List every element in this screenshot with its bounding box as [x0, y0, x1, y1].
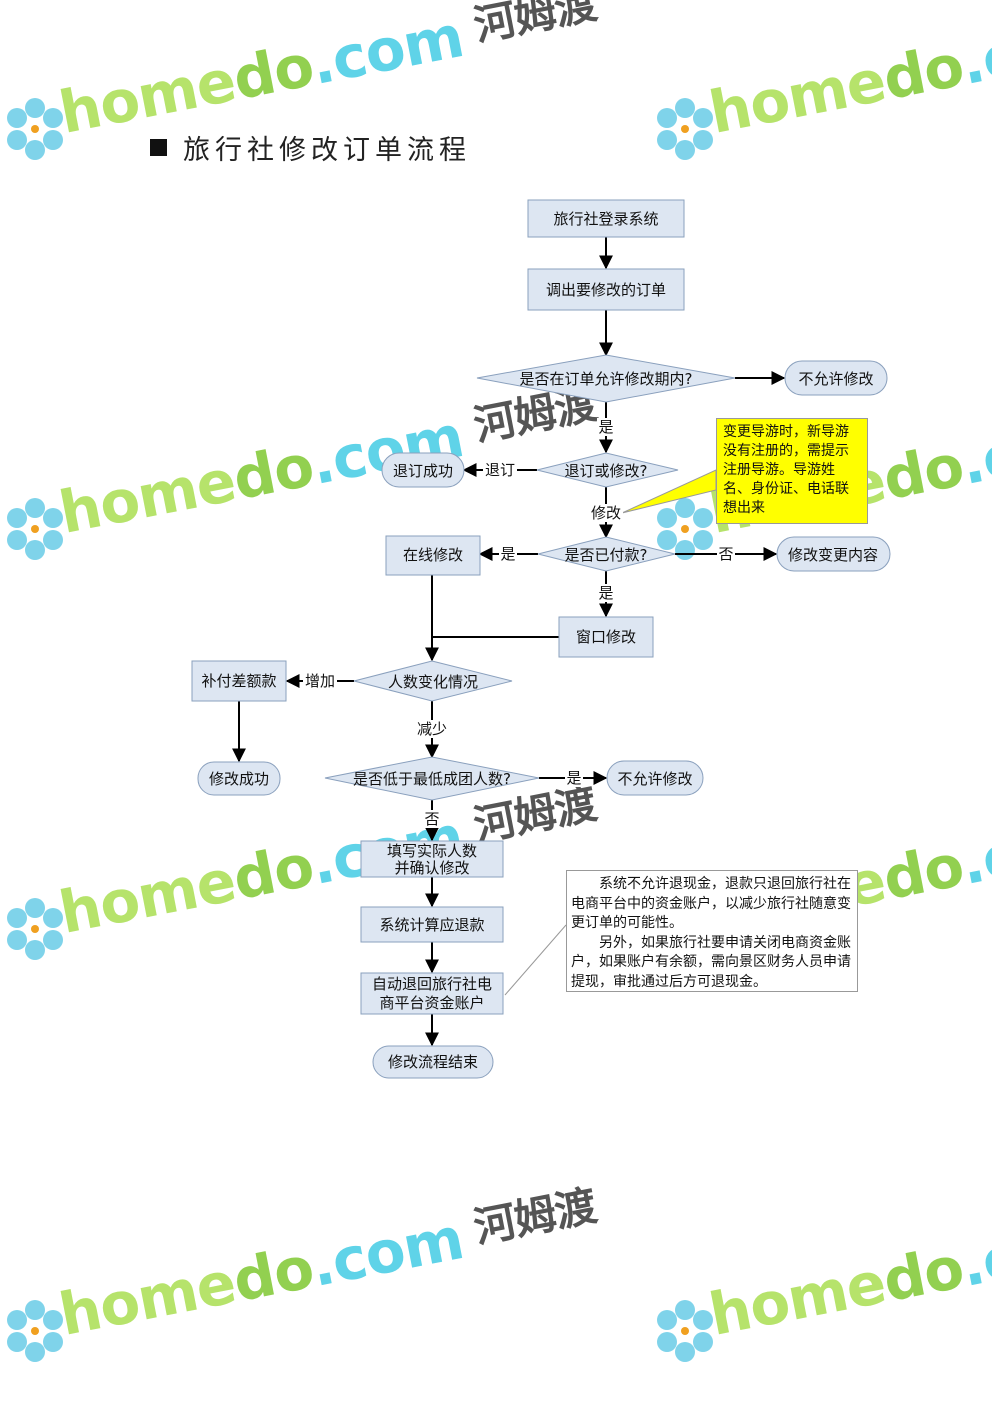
label-refund: 退订	[485, 461, 515, 479]
decision-refund-modify: 退订或修改?	[536, 452, 679, 488]
terminator-change-content: 修改变更内容	[776, 536, 891, 572]
decision-below-min: 是否低于最低成团人数?	[324, 756, 540, 801]
decision-people-change: 人数变化情况	[353, 660, 513, 702]
node-in-period: 是否在订单允许修改期内?	[520, 370, 693, 388]
node-modify-ok: 修改成功	[209, 770, 269, 788]
process-box-login: 旅行社登录系统	[527, 199, 685, 238]
label-no-paid: 否	[718, 545, 733, 563]
node-end: 修改流程结束	[388, 1053, 478, 1071]
node-notallowed-2: 不允许修改	[617, 770, 692, 788]
note-guide-callout: 变更导游时，新导游没有注册的，需提示注册导游。导游姓名、身份证、电话联想出来	[716, 418, 868, 524]
node-paid: 是否已付款?	[565, 546, 648, 564]
note-refund-paragraph-2: 另外，如果旅行社要申请关闭电商资金账户，如果账户有余额，需向景区财务人员申请提现…	[571, 934, 851, 990]
page-title-text: 旅行社修改订单流程	[183, 135, 471, 166]
node-fill-line2: 并确认修改	[394, 859, 469, 877]
process-box-online: 在线修改	[385, 535, 481, 576]
node-people-change: 人数变化情况	[388, 673, 478, 691]
node-refund-ok: 退订成功	[393, 462, 453, 480]
page-title: 旅行社修改订单流程	[150, 128, 471, 167]
node-paydiff: 补付差额款	[201, 672, 276, 690]
node-fetch: 调出要修改的订单	[546, 281, 666, 299]
terminator-refund-ok: 退订成功	[381, 452, 465, 488]
node-below-min: 是否低于最低成团人数?	[353, 770, 511, 788]
process-box-fetch: 调出要修改的订单	[527, 268, 685, 311]
label-modify: 修改	[591, 504, 621, 522]
label-decrease: 减少	[417, 720, 447, 738]
decision-in-period: 是否在订单允许修改期内?	[476, 354, 736, 403]
terminator-notallowed-1: 不允许修改	[784, 360, 888, 396]
note-refund-callout: 系统不允许退现金，退款只退回旅行社在电商平台中的资金账户，以减少旅行社随意变更订…	[566, 870, 858, 992]
label-no-min: 否	[424, 810, 439, 828]
process-box-window: 窗口修改	[558, 616, 654, 658]
node-notallowed-1: 不允许修改	[798, 370, 873, 388]
label-yes-window: 是	[598, 584, 613, 602]
bullet-square-icon	[150, 139, 167, 156]
node-auto-line2: 商平台资金账户	[379, 994, 484, 1012]
terminator-modify-ok: 修改成功	[197, 761, 281, 796]
node-login: 旅行社登录系统	[553, 210, 658, 228]
label-yes-min: 是	[566, 769, 581, 787]
node-calc: 系统计算应退款	[379, 916, 484, 934]
node-refund-modify: 退订或修改?	[565, 462, 648, 480]
terminator-notallowed-2: 不允许修改	[606, 760, 704, 796]
node-auto-line1: 自动退回旅行社电	[372, 975, 492, 993]
process-box-paydiff: 补付差额款	[191, 660, 287, 702]
note-refund-paragraph-1: 系统不允许退现金，退款只退回旅行社在电商平台中的资金账户，以减少旅行社随意变更订…	[571, 876, 851, 931]
process-box-auto: 自动退回旅行社电 商平台资金账户	[360, 972, 504, 1015]
label-yes-paid: 是	[500, 545, 515, 563]
node-fill-line1: 填写实际人数	[387, 842, 477, 860]
node-window: 窗口修改	[576, 628, 636, 646]
callout-pointer-refund	[504, 924, 567, 996]
process-box-calc: 系统计算应退款	[360, 906, 504, 943]
node-change-content: 修改变更内容	[788, 546, 878, 564]
node-online: 在线修改	[403, 546, 463, 564]
label-increase: 增加	[305, 672, 335, 690]
process-box-fill: 填写实际人数 并确认修改	[360, 840, 504, 878]
terminator-end: 修改流程结束	[372, 1045, 494, 1079]
decision-paid: 是否已付款?	[537, 536, 676, 572]
label-yes-period: 是	[598, 418, 613, 436]
